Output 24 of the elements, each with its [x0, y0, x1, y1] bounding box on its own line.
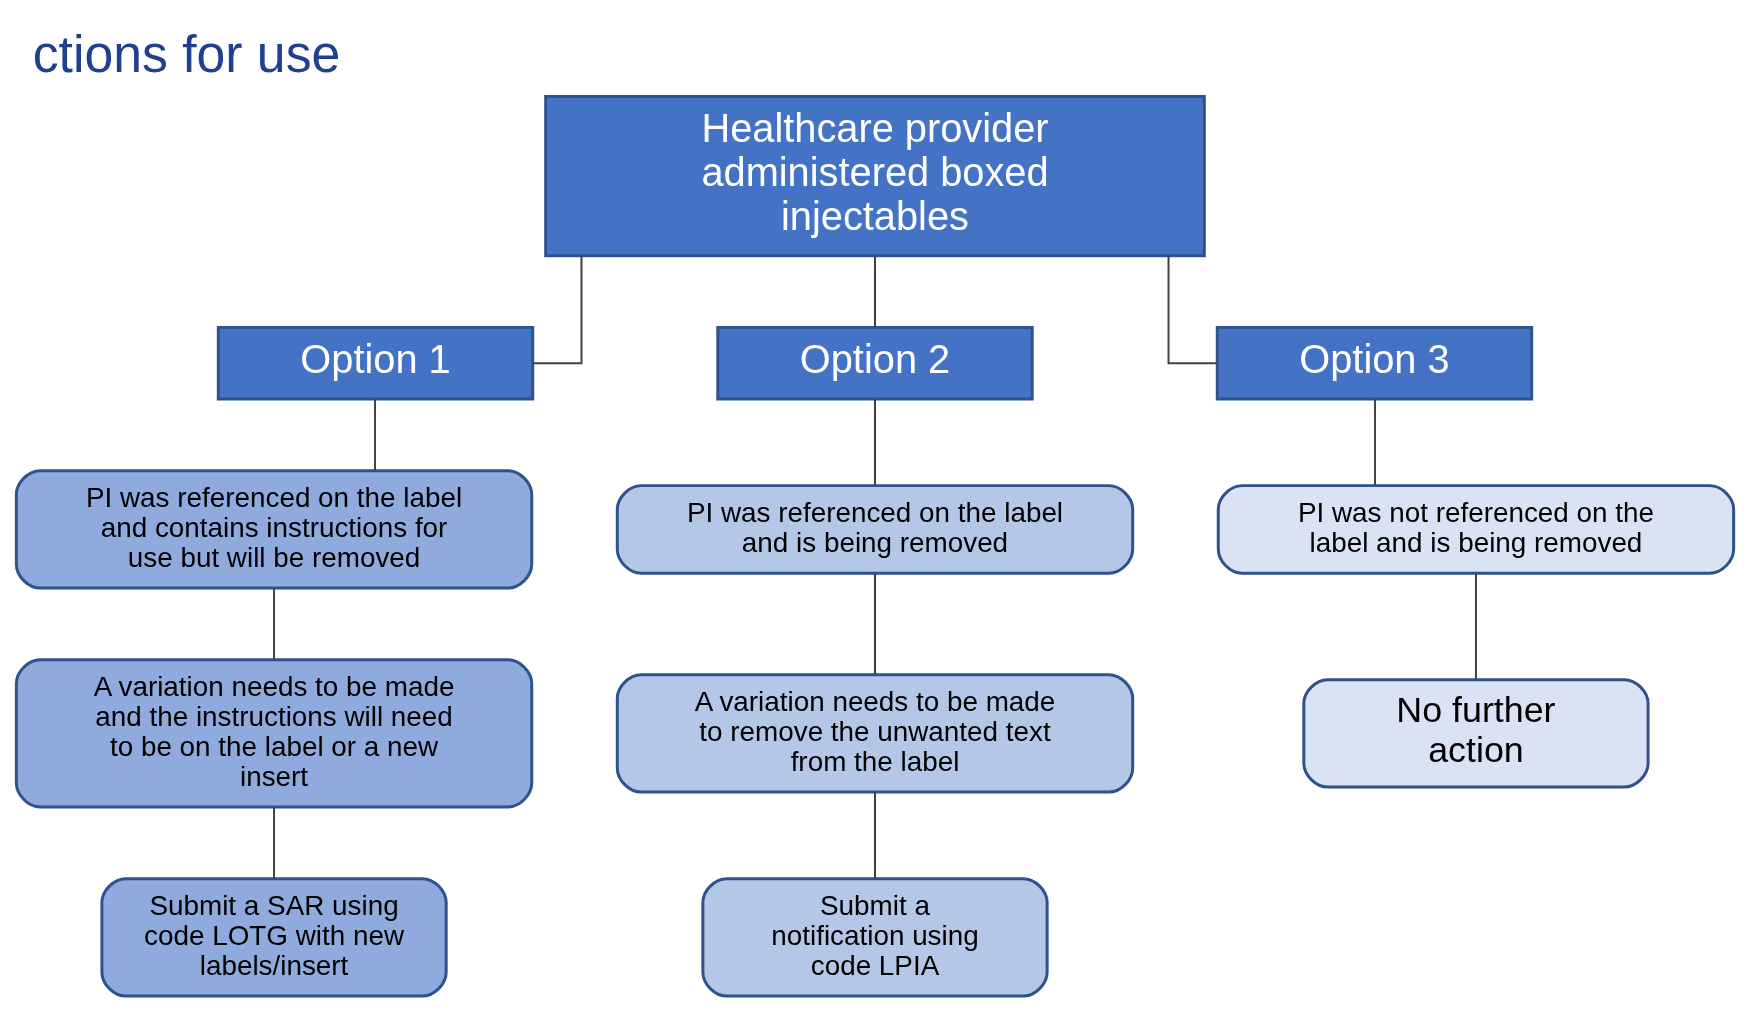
node-box: PI was not referenced on the label and is being removed	[1216, 483, 1736, 575]
connector	[374, 397, 377, 472]
connector	[1474, 572, 1477, 680]
connector	[874, 790, 876, 879]
connector	[874, 254, 876, 328]
connector	[532, 254, 583, 364]
node-box: PI was referenced on the label and contains instructions for use but will be removed	[14, 468, 534, 590]
connector	[1373, 397, 1376, 486]
node-box: Submit a SAR using code LOTG with new labels/insert	[100, 876, 448, 998]
connector	[874, 572, 876, 675]
diagram-title: ctions for use	[32, 24, 341, 83]
node-box: A variation needs to be made to remove the unwanted text from the label	[615, 672, 1135, 794]
node-box: Submit a notification using code LPIA	[701, 876, 1049, 998]
node-box: PI was referenced on the label and is being removed	[615, 483, 1135, 575]
node-box: No further action	[1302, 677, 1650, 789]
node-box: Option 3	[1215, 325, 1534, 401]
node-box: Option 1	[216, 325, 535, 401]
connector	[273, 586, 276, 660]
node-box: A variation needs to be made and the instructions will need to be on the label or a new insert	[14, 657, 534, 808]
node-box: Healthcare provider administered boxed injectables	[544, 94, 1206, 257]
connector	[1167, 254, 1218, 364]
connector	[273, 805, 276, 879]
node-box: Option 2	[716, 325, 1034, 401]
connector	[874, 397, 876, 486]
